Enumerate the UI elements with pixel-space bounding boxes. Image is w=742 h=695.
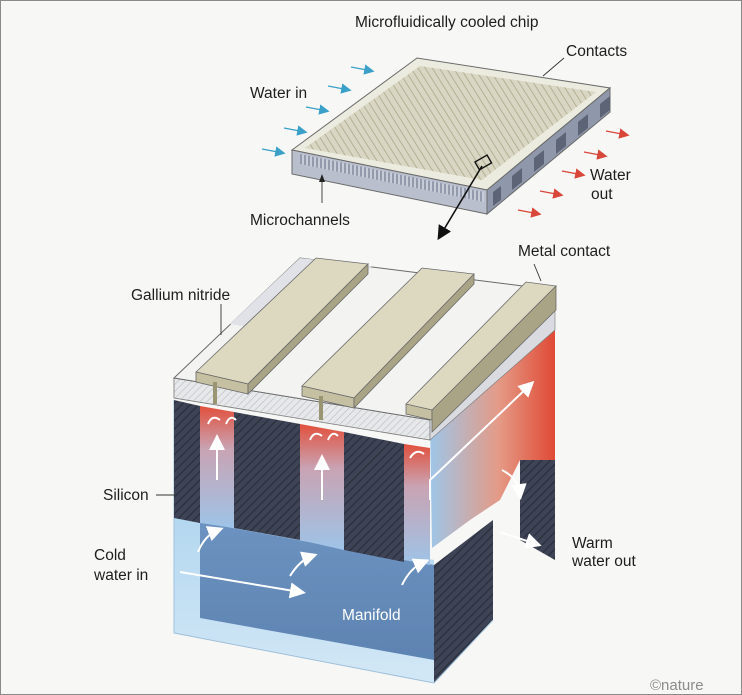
block-outline [173,619,494,684]
flow-rising [429,380,535,500]
microchannel-openings [300,154,484,202]
water-out-label-line1: Water [590,167,631,184]
manifold-label: Manifold [342,607,401,624]
cold-water-label-line2: water in [93,567,148,584]
gallium-nitride-label: Gallium nitride [131,287,230,304]
swirl-1b [225,416,237,425]
title-label: Microfluidically cooled chip [355,14,539,31]
water-in-arrows [261,64,375,157]
contacts-label: Contacts [566,43,627,60]
water-out-arrow-5 [517,207,542,218]
water-out-label-line2: out [591,186,613,203]
water-in-arrow-1 [350,64,375,75]
silicon-right-block [520,460,555,560]
flow-arrows [179,380,542,599]
water-out-arrow-2 [583,149,608,160]
block-leaders [156,263,542,496]
warm-water-label-line2: water out [571,553,636,570]
labels: Microfluidically cooled chip Contacts Wa… [93,14,704,694]
manifold-region [200,522,434,660]
zoom-arrow [437,165,483,241]
contacts-leader [542,57,565,77]
swirl-2a [309,432,323,441]
microchannels-label: Microchannels [250,212,350,229]
chip-grooves [305,66,596,180]
water-in-arrow-5 [261,146,286,157]
swirl-2b [327,432,339,441]
zoom-marker [473,154,493,171]
flow-turn [501,469,527,500]
silicon-front-block [434,520,493,683]
swirl-3 [409,450,425,459]
flow-curve-1 [197,526,224,553]
swirl-1a [207,416,221,425]
channel-3 [404,444,430,565]
nature-credit: ©nature [650,677,704,694]
silicon-rib-1 [174,400,200,523]
flow-warm-out [499,531,542,549]
warm-water-label-line1: Warm [572,535,613,552]
flow-curve-2 [289,551,318,577]
cold-water-label-line1: Cold [94,547,126,564]
chip-illustration [290,57,612,241]
water-in-arrow-2 [327,83,352,94]
flow-manifold [179,571,306,599]
water-out-arrows [517,128,630,218]
metal-contact-label: Metal contact [518,243,611,260]
water-in-arrow-3 [305,104,330,115]
flow-curve-3 [401,558,430,586]
water-out-arrow-3 [561,168,586,179]
metal-contacts [195,257,557,433]
water-out-arrow-1 [605,128,630,139]
silicon-rib-2 [234,412,300,540]
water-in-arrow-4 [283,125,308,136]
water-in-label: Water in [250,85,307,102]
chip-contact-notches [493,96,610,206]
metal-contact-leader [533,263,542,282]
silicon-rib-3 [344,432,404,562]
water-out-arrow-4 [539,188,564,199]
silicon-label: Silicon [103,487,149,504]
